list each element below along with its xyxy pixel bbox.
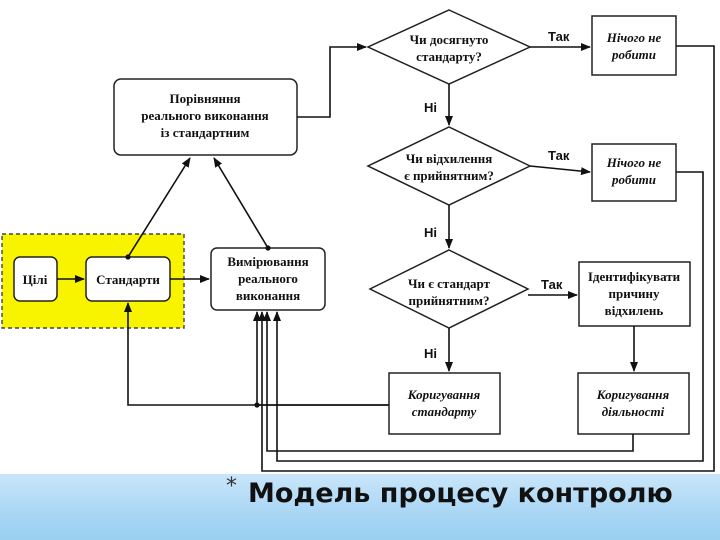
q3-line-1: Чи є стандарт bbox=[408, 276, 491, 291]
arrow-correct-activity-measure bbox=[263, 311, 634, 452]
measure-box: Вимірювання реального виконання bbox=[210, 247, 326, 311]
measure-line-1: Вимірювання bbox=[227, 254, 308, 269]
q2-line-2: є прийнятним? bbox=[404, 168, 494, 183]
q2-line-1: Чи відхилення bbox=[406, 151, 493, 166]
do-nothing-box-1: Нічого не робити bbox=[591, 15, 677, 76]
compare-box: Порівняння реального виконання із станда… bbox=[113, 78, 298, 156]
correct-standard-box: Коригування стандарту bbox=[388, 372, 501, 435]
label-q1-no: Ні bbox=[424, 100, 437, 115]
q1-line-2: стандарту? bbox=[416, 49, 482, 64]
identify-line-2: причину bbox=[608, 286, 660, 301]
footer-banner bbox=[0, 474, 720, 540]
decision-deviation-acceptable: Чи відхилення є прийнятним? bbox=[366, 126, 532, 206]
nothing1-line-2: робити bbox=[611, 47, 656, 62]
arrow-nothing1-measure bbox=[258, 45, 715, 472]
compare-line-1: Порівняння bbox=[169, 91, 240, 106]
correct-activity-box: Коригування діяльності bbox=[577, 372, 690, 435]
identify-cause-box: Ідентифікувати причину відхилень bbox=[578, 261, 691, 327]
q3-line-2: прийнятним? bbox=[409, 293, 490, 308]
correct-standard-line-2: стандарту bbox=[412, 404, 477, 419]
standards-label: Стандарти bbox=[96, 272, 160, 287]
label-q3-no: Ні bbox=[424, 346, 437, 361]
q1-line-1: Чи досягнуто bbox=[410, 32, 489, 47]
correct-standard-line-1: Коригування bbox=[407, 387, 481, 402]
identify-line-3: відхилень bbox=[605, 303, 664, 318]
do-nothing-box-2: Нічого не робити bbox=[591, 143, 677, 202]
label-q1-yes: Так bbox=[548, 29, 570, 44]
arrow-standards-compare bbox=[125, 157, 191, 260]
compare-line-2: реального виконання bbox=[141, 108, 268, 123]
standards-box: Стандарти bbox=[85, 256, 171, 302]
label-q3-yes: Так bbox=[541, 277, 563, 292]
measure-line-2: реального bbox=[238, 271, 298, 286]
goals-box: Цілі bbox=[13, 256, 58, 302]
label-q2-no: Ні bbox=[424, 225, 437, 240]
slide-title: Модель процесу контролю bbox=[248, 478, 673, 509]
label-q2-yes: Так bbox=[548, 148, 570, 163]
identify-line-1: Ідентифікувати bbox=[588, 269, 681, 284]
nothing2-line-1: Нічого не bbox=[606, 155, 662, 170]
arrow-nothing2-measure bbox=[273, 171, 704, 462]
correct-activity-line-1: Коригування bbox=[596, 387, 670, 402]
decision-standard-acceptable: Чи є стандарт прийнятним? bbox=[368, 249, 530, 329]
arrow-q2-yes bbox=[529, 165, 591, 176]
goals-label: Цілі bbox=[23, 272, 48, 287]
correct-activity-line-2: діяльності bbox=[602, 404, 665, 419]
measure-line-3: виконання bbox=[236, 288, 300, 303]
nothing2-line-2: робити bbox=[611, 172, 656, 187]
arrow-compare-q1 bbox=[297, 43, 367, 118]
bullet-icon: * bbox=[226, 474, 237, 499]
compare-line-3: із стандартним bbox=[161, 125, 250, 140]
connectors bbox=[57, 43, 715, 472]
arrow-measure-compare bbox=[213, 157, 271, 251]
decision-standard-met: Чи досягнуто стандарту? bbox=[366, 9, 532, 85]
nothing1-line-1: Нічого не bbox=[606, 30, 662, 45]
